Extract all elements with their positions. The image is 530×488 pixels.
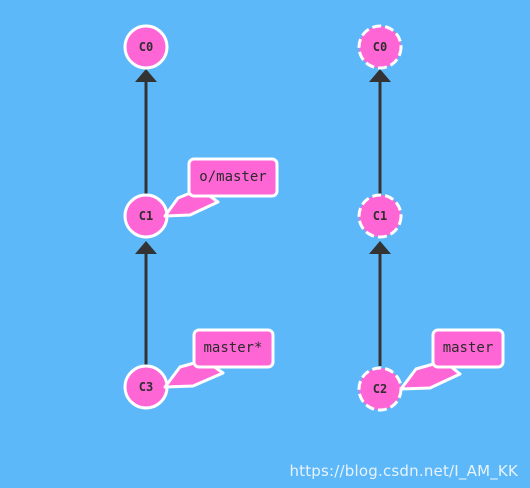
commit-label: C3 — [139, 380, 153, 394]
commit-node-c1-left[interactable]: C1 — [123, 193, 169, 239]
commit-label: C0 — [139, 40, 153, 54]
commit-label: C1 — [373, 209, 387, 223]
commit-node-c0-right[interactable]: C0 — [357, 24, 403, 70]
commit-label: C1 — [139, 209, 153, 223]
edge-left-c1-c0 — [135, 69, 157, 196]
watermark-text: https://blog.csdn.net/I_AM_KK — [289, 462, 518, 480]
commit-node-c3-left[interactable]: C3 — [123, 364, 169, 410]
right-tree: C0 C1 C2 master — [357, 24, 505, 412]
commit-node-c0-left[interactable]: C0 — [123, 24, 169, 70]
branch-tag-o-master[interactable]: o/master — [163, 157, 279, 218]
commit-node-c1-right[interactable]: C1 — [357, 193, 403, 239]
branch-label: o/master — [199, 169, 266, 185]
commit-node-c2-right[interactable]: C2 — [357, 366, 403, 412]
left-tree: C0 C1 C3 o/master master* — [123, 24, 279, 410]
commit-label: C2 — [373, 382, 387, 396]
edge-left-c3-c1 — [135, 241, 157, 366]
edge-right-c1-c0 — [369, 69, 391, 196]
branch-label: master* — [203, 340, 262, 356]
branch-label: master — [443, 340, 494, 356]
branch-tag-master-head[interactable]: master* — [163, 328, 275, 389]
edge-right-c2-c1 — [369, 241, 391, 366]
commit-label: C0 — [373, 40, 387, 54]
branch-tag-master-remote[interactable]: master — [399, 328, 505, 391]
